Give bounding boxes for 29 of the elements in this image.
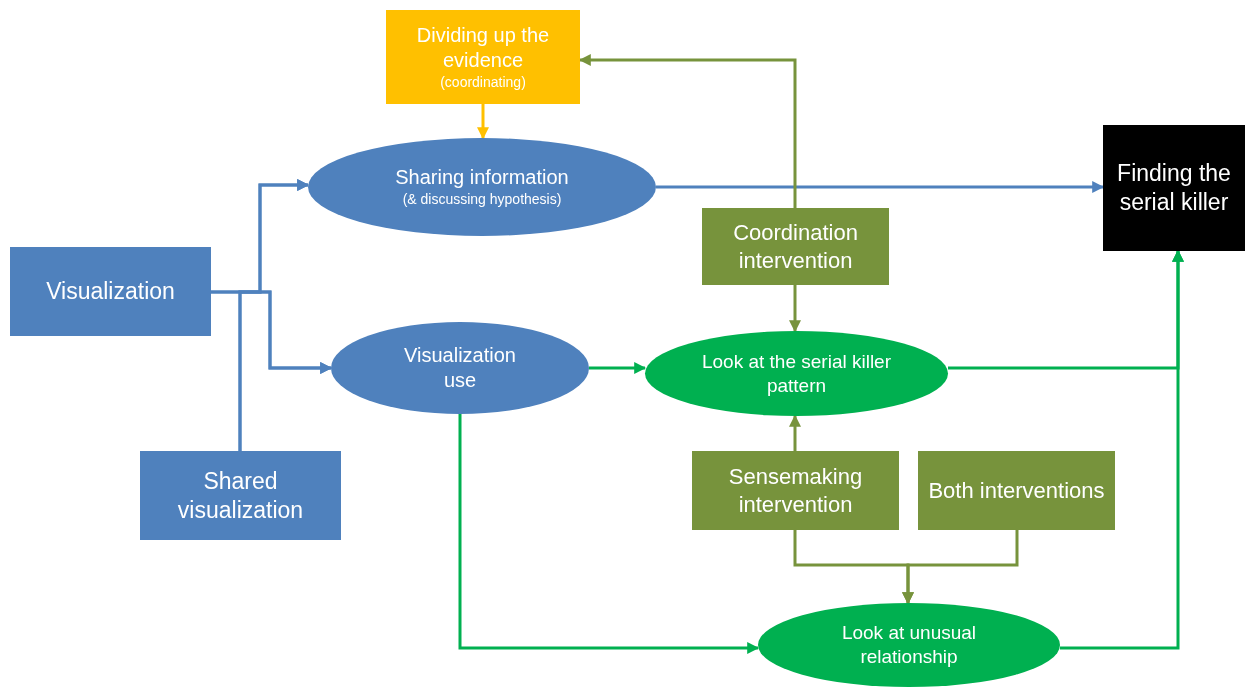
process-box — [918, 451, 1115, 530]
process-box — [386, 10, 580, 104]
node-label: Coordination intervention — [732, 219, 859, 274]
node-label: Shared visualization — [176, 466, 305, 525]
connector-arrow — [238, 290, 333, 451]
node-label: Finding the serial killer — [1116, 159, 1232, 217]
node-label: Visualization use — [403, 343, 517, 393]
node-label: Sharing information — [395, 165, 569, 191]
node-label: Look at the serial killer pattern — [700, 349, 892, 398]
connector-arrow — [1060, 249, 1184, 650]
process-box — [140, 451, 341, 540]
node-label: Look at unusual relationship — [840, 621, 978, 669]
process-box — [692, 451, 899, 530]
node-label: Dividing up the evidence — [415, 22, 551, 73]
connector-arrow — [789, 285, 801, 333]
node-sublabel: (coordinating) — [440, 72, 526, 92]
node-label: Sensemaking intervention — [727, 463, 864, 518]
process-box — [10, 247, 211, 336]
connector-arrow — [656, 181, 1105, 193]
connector-arrow — [789, 414, 801, 451]
connector-arrow — [458, 414, 760, 654]
process-box — [702, 208, 889, 285]
node-sublabel: (& discussing hypothesis) — [402, 190, 562, 209]
connector-arrow — [902, 530, 1019, 605]
node-label: Visualization — [46, 277, 175, 306]
connector-arrow — [477, 104, 489, 140]
process-box — [1103, 125, 1245, 251]
connector-arrow — [589, 362, 647, 374]
node-label: Both interventions — [928, 476, 1105, 505]
